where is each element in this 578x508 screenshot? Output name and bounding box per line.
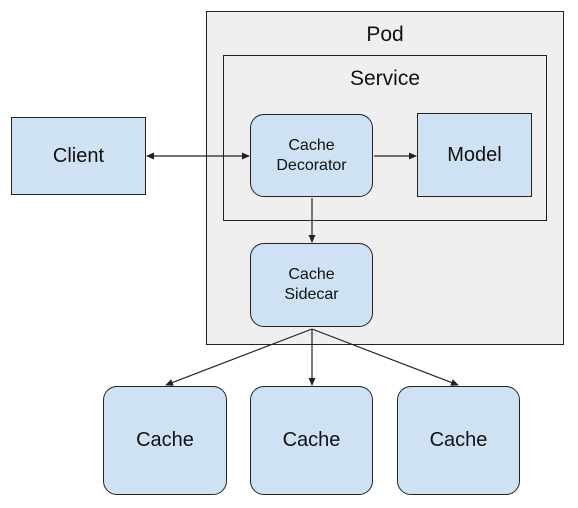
cache-node-3: Cache — [397, 386, 520, 495]
cache-decorator-label-line2: Decorator — [276, 156, 347, 174]
cache-sidecar-node: Cache Sidecar — [250, 243, 373, 327]
service-label: Service — [349, 67, 421, 90]
model-node: Model — [417, 113, 532, 197]
cache-decorator-label-line1: Cache — [288, 136, 335, 154]
client-node: Client — [11, 117, 146, 195]
cache-decorator-node: Cache Decorator — [250, 114, 373, 197]
model-label: Model — [447, 143, 502, 166]
cache-node-1: Cache — [103, 386, 227, 495]
cache-label-2: Cache — [282, 429, 341, 451]
cache-sidecar-label-line1: Cache — [288, 266, 335, 283]
cache-sidecar-label-line2: Sidecar — [284, 286, 339, 303]
pod-label: Pod — [366, 23, 404, 46]
cache-node-2: Cache — [250, 386, 373, 495]
cache-label-3: Cache — [429, 429, 488, 451]
cache-label-1: Cache — [136, 429, 194, 451]
client-label: Client — [52, 144, 105, 167]
